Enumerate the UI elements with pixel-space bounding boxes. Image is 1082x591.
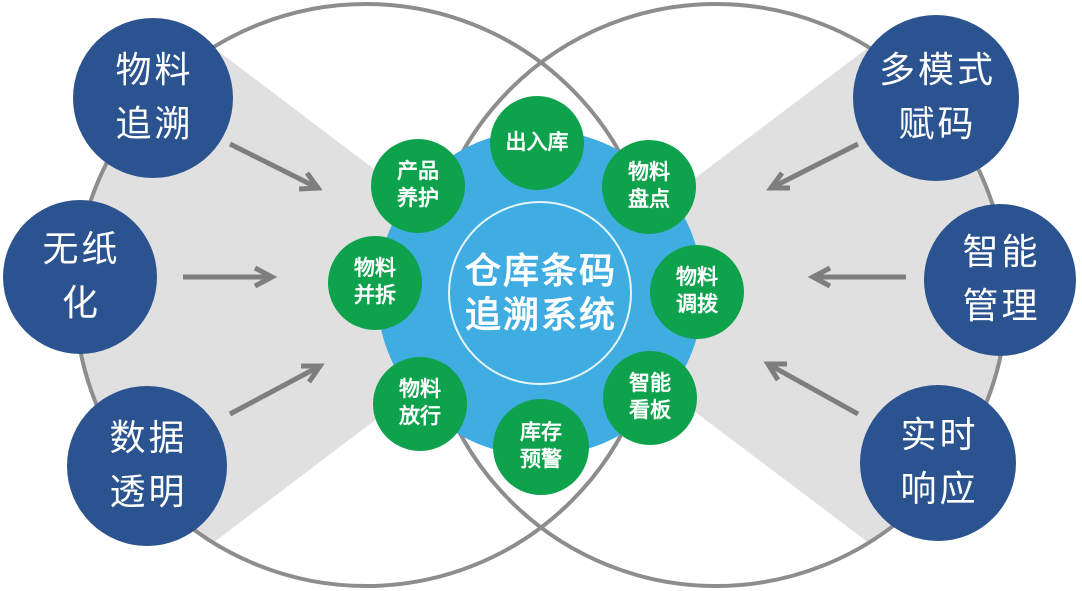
module-label: 物料 调拨 xyxy=(676,266,718,316)
feature-intelligent-management: 智能 管理 xyxy=(924,204,1076,356)
feature-data-transparency: 数据 透明 xyxy=(67,386,227,546)
module-label: 物料 并拆 xyxy=(354,257,396,307)
module-label: 物料 盘点 xyxy=(628,161,670,211)
arrow-data-transparency xyxy=(228,363,325,417)
feature-label: 多模式 赋码 xyxy=(878,50,996,145)
center-system-title: 仓库条码 追溯系统 xyxy=(464,250,617,335)
feature-label: 实时 响应 xyxy=(900,415,979,510)
feature-real-time-response: 实时 响应 xyxy=(860,385,1016,541)
feature-label: 无纸 化 xyxy=(42,229,121,324)
module-label: 出入库 xyxy=(505,130,569,154)
arrow-intelligent-management xyxy=(807,265,906,289)
feature-label: 物料 追溯 xyxy=(115,50,194,145)
arrow-material-traceability xyxy=(228,141,323,192)
module-smart-dashboard: 智能 看板 xyxy=(603,351,697,445)
feature-label: 数据 透明 xyxy=(109,418,188,513)
module-material-transfer: 物料 调拨 xyxy=(650,245,744,339)
module-label: 物料 放行 xyxy=(399,378,441,428)
module-inventory-alert: 库存 预警 xyxy=(493,399,589,495)
module-material-release: 物料 放行 xyxy=(373,357,467,451)
module-label: 库存 预警 xyxy=(520,421,562,471)
arrow-real-time-response xyxy=(763,361,860,417)
arrow-paperless xyxy=(183,265,278,289)
feature-material-traceability: 物料 追溯 xyxy=(73,18,233,178)
center-inner-ring xyxy=(448,201,632,385)
feature-paperless: 无纸 化 xyxy=(3,200,157,354)
feature-label: 智能 管理 xyxy=(962,232,1041,327)
arrow-multi-mode-coding xyxy=(766,141,860,191)
module-label: 智能 看板 xyxy=(629,372,671,422)
module-inbound-outbound: 出入库 xyxy=(490,96,584,190)
module-material-merge-split: 物料 并拆 xyxy=(328,236,422,330)
feature-multi-mode-coding: 多模式 赋码 xyxy=(853,15,1019,181)
module-product-maintenance: 产品 养护 xyxy=(371,139,465,233)
module-label: 产品 养护 xyxy=(397,160,439,210)
module-material-stocktaking: 物料 盘点 xyxy=(602,140,696,234)
